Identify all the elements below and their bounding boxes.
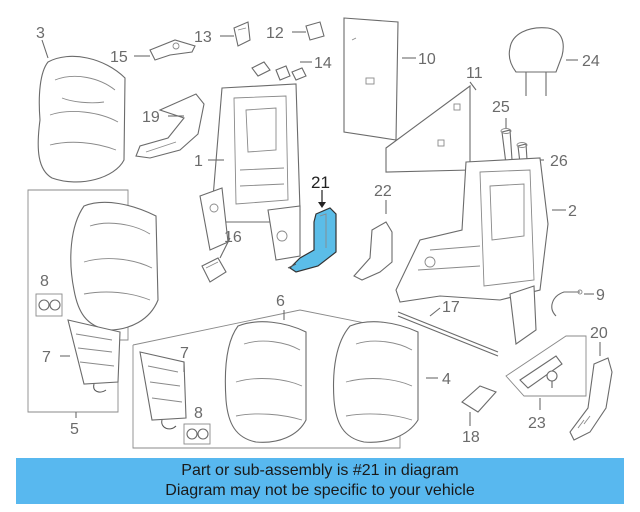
callout-10: 10 bbox=[418, 51, 436, 68]
part-21-shape[interactable] bbox=[289, 207, 337, 273]
part-7-heater-mat-center[interactable] bbox=[139, 351, 187, 430]
banner-line-2: Diagram may not be specific to your vehi… bbox=[165, 482, 475, 499]
callout-15: 15 bbox=[110, 49, 128, 66]
part-19-side-trim[interactable] bbox=[135, 93, 205, 159]
part-15-bracket[interactable] bbox=[149, 39, 196, 61]
parts-diagram: 3 15 13 12 14 19 bbox=[27, 17, 613, 449]
part-21-highlighted-trim[interactable] bbox=[287, 207, 337, 273]
callout-8-lower: 8 bbox=[194, 405, 203, 422]
part-5-seat-cover[interactable] bbox=[70, 201, 159, 331]
part-17-rod[interactable] bbox=[397, 311, 499, 357]
callout-22: 22 bbox=[374, 183, 392, 200]
part-24-headrest[interactable] bbox=[508, 27, 564, 96]
part-7-heater-mat-left[interactable] bbox=[67, 319, 121, 393]
leader-3 bbox=[41, 39, 49, 59]
callout-14: 14 bbox=[314, 55, 332, 72]
part-6-seat-cover[interactable] bbox=[224, 321, 307, 443]
callout-19: 19 bbox=[142, 109, 160, 126]
part-1-backrest-frame[interactable] bbox=[199, 83, 301, 261]
part-11-back-panel[interactable] bbox=[385, 84, 471, 173]
group-box-6 bbox=[132, 309, 401, 449]
callout-25: 25 bbox=[492, 99, 510, 116]
callout-24: 24 bbox=[582, 53, 600, 70]
callout-3: 3 bbox=[36, 25, 45, 42]
part-8-clip-pair-upper[interactable] bbox=[35, 293, 63, 317]
part-20-side-trim[interactable] bbox=[569, 357, 613, 441]
callout-21: 21 bbox=[311, 173, 330, 192]
callout-18: 18 bbox=[462, 429, 480, 446]
callout-5: 5 bbox=[70, 421, 79, 438]
part-10-back-panel[interactable] bbox=[343, 17, 399, 141]
part-25-guide[interactable] bbox=[500, 128, 513, 165]
part-8-clip-pair-lower[interactable] bbox=[183, 423, 211, 445]
leader-16 bbox=[219, 237, 231, 259]
callout-23: 23 bbox=[528, 415, 546, 432]
leader-21-arrow bbox=[318, 202, 326, 208]
leader-17 bbox=[429, 307, 441, 317]
part-3-backrest-pad[interactable] bbox=[37, 55, 126, 183]
part-18-handle[interactable] bbox=[461, 385, 497, 413]
callout-26: 26 bbox=[550, 153, 568, 170]
callout-9: 9 bbox=[596, 287, 605, 304]
banner-line-1: Part or sub-assembly is #21 in diagram bbox=[181, 462, 459, 479]
part-22-side-trim[interactable] bbox=[353, 221, 393, 281]
part-16-button[interactable] bbox=[201, 257, 227, 283]
callout-7-left: 7 bbox=[42, 349, 51, 366]
callout-17: 17 bbox=[442, 299, 460, 316]
part-4-seat-cover[interactable] bbox=[333, 321, 419, 443]
part-14-clips[interactable] bbox=[251, 61, 307, 81]
part-12-cap[interactable] bbox=[305, 21, 325, 41]
callout-12: 12 bbox=[266, 25, 284, 42]
part-9-cable[interactable] bbox=[551, 289, 583, 317]
callout-4: 4 bbox=[442, 371, 451, 388]
callout-6: 6 bbox=[276, 293, 285, 310]
callout-11: 11 bbox=[466, 65, 483, 82]
part-2-backrest-frame[interactable] bbox=[395, 157, 549, 345]
callout-8-upper: 8 bbox=[40, 273, 49, 290]
callout-1: 1 bbox=[194, 153, 203, 170]
part-23-bracket-set[interactable] bbox=[505, 335, 587, 397]
part-13-knob[interactable] bbox=[233, 21, 251, 47]
info-banner: Part or sub-assembly is #21 in diagram D… bbox=[16, 458, 624, 504]
callout-2: 2 bbox=[568, 203, 577, 220]
callout-13: 13 bbox=[194, 29, 212, 46]
callout-7-center: 7 bbox=[180, 345, 189, 362]
callout-16: 16 bbox=[224, 229, 242, 246]
leader-11 bbox=[469, 81, 477, 91]
callout-20: 20 bbox=[590, 325, 608, 342]
